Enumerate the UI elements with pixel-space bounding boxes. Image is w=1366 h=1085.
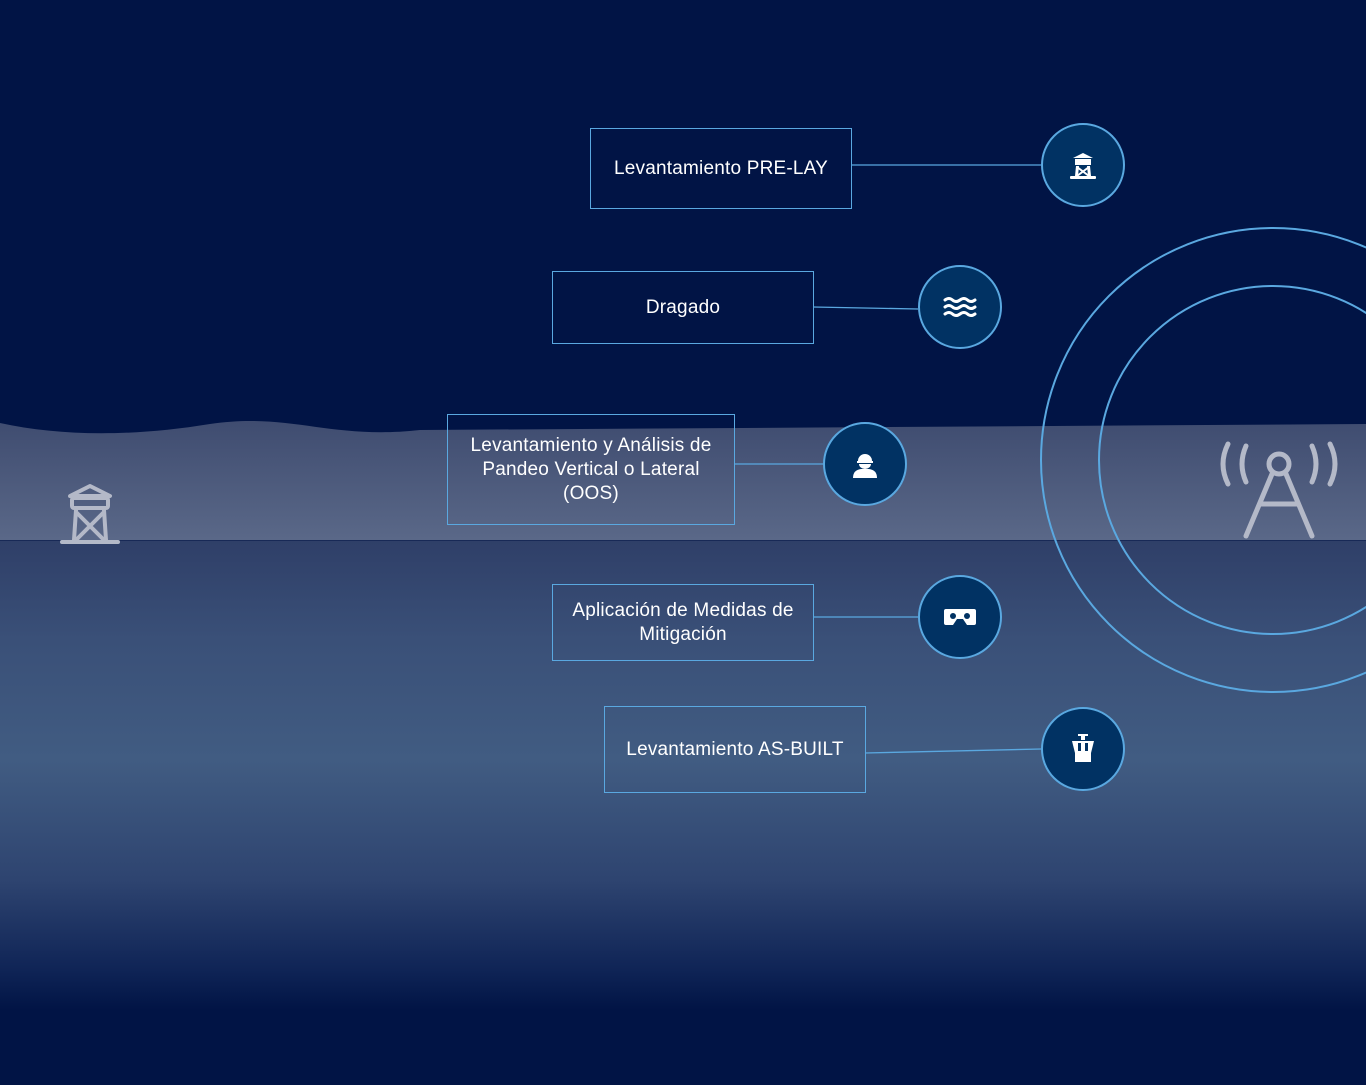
step-node-dragado[interactable]	[918, 265, 1002, 349]
watchtower-icon	[60, 484, 120, 544]
signal-ring-inner	[1098, 285, 1366, 635]
step-label: Aplicación de Medidas de Mitigación	[572, 599, 794, 645]
water-waves-icon	[943, 297, 977, 317]
step-label: Dragado	[645, 296, 721, 318]
step-box-dragado[interactable]: Dragado	[552, 271, 814, 344]
step-label: Levantamiento PRE-LAY	[613, 157, 829, 179]
connector-lines	[734, 164, 1042, 754]
watchtower-icon	[1070, 153, 1096, 179]
step-label: Levantamiento AS-BUILT	[626, 738, 844, 760]
vr-cardboard-icon	[944, 609, 976, 625]
hardhat-worker-icon	[853, 454, 877, 478]
step-node-as-built[interactable]	[1041, 707, 1125, 791]
step-box-oos[interactable]: Levantamiento y Análisis de Pandeo Verti…	[447, 414, 735, 525]
step-box-pre-lay[interactable]: Levantamiento PRE-LAY	[590, 128, 852, 209]
step-box-mitigacion[interactable]: Aplicación de Medidas de Mitigación	[552, 584, 814, 661]
step-box-as-built[interactable]: Levantamiento AS-BUILT	[604, 706, 866, 793]
control-tower-icon	[1072, 734, 1094, 762]
wave-band	[0, 420, 1366, 540]
step-label: Levantamiento y Análisis de Pandeo Verti…	[470, 434, 712, 504]
signal-ring-outer	[1040, 227, 1366, 693]
step-node-oos[interactable]	[823, 422, 907, 506]
antenna-icon	[1220, 441, 1338, 539]
step-node-pre-lay[interactable]	[1041, 123, 1125, 207]
step-node-mitigacion[interactable]	[918, 575, 1002, 659]
